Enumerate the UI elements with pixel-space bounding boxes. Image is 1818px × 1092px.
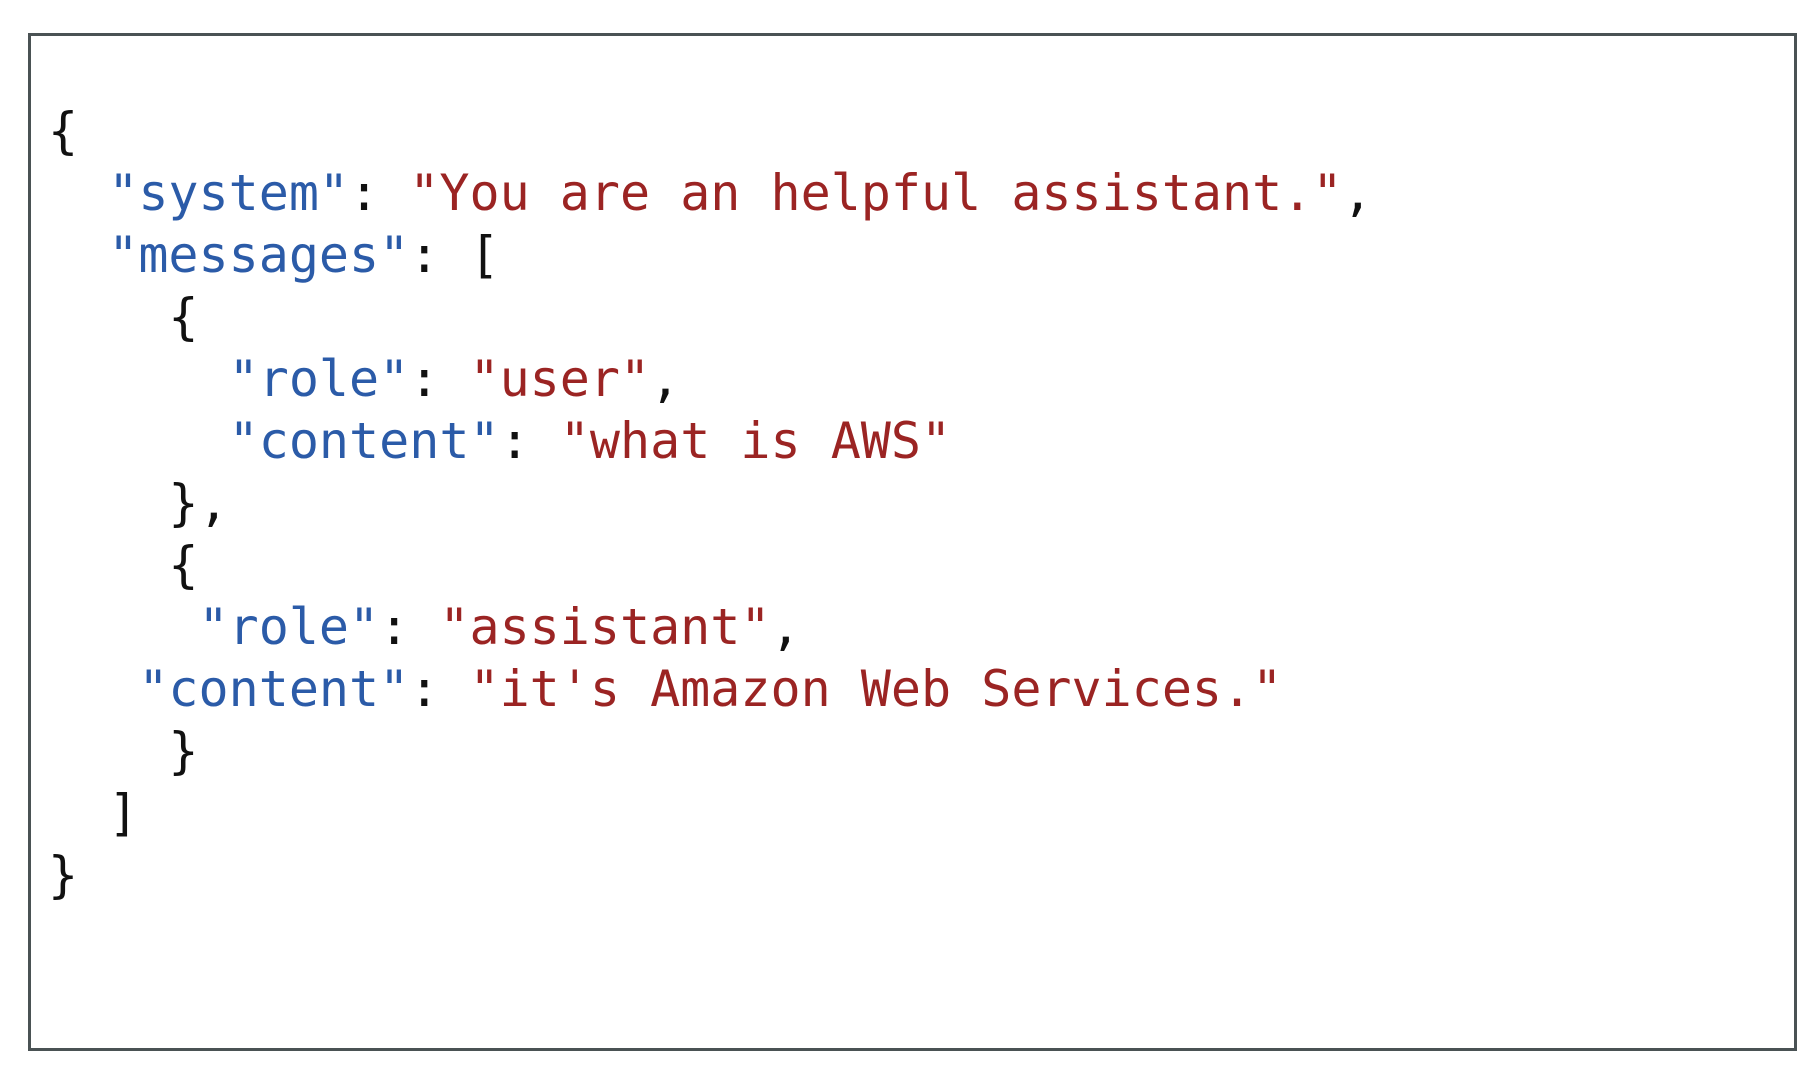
json-key: "messages" (108, 226, 410, 284)
code-line: } (48, 720, 1794, 782)
json-key: "content" (228, 412, 500, 470)
code-indent (48, 350, 229, 408)
json-punctuation: : (409, 350, 470, 408)
code-line: { (48, 286, 1794, 348)
json-string: "user" (469, 350, 651, 408)
code-indent (48, 722, 168, 780)
json-key: "role" (228, 350, 410, 408)
json-key: "content" (138, 660, 410, 718)
json-punctuation: { (168, 536, 199, 594)
code-line: { (48, 100, 1794, 162)
code-snippet-frame: { "system": "You are an helpful assistan… (28, 33, 1797, 1051)
json-code-block: { "system": "You are an helpful assistan… (48, 100, 1794, 906)
json-punctuation: { (168, 288, 199, 346)
code-line: "role": "user", (48, 348, 1794, 410)
code-indent (48, 412, 229, 470)
code-indent (48, 536, 168, 594)
json-punctuation: : [ (409, 226, 500, 284)
code-line: "content": "what is AWS" (48, 410, 1794, 472)
json-key: "system" (108, 164, 350, 222)
code-indent (48, 474, 168, 532)
json-punctuation: , (1342, 164, 1373, 222)
json-punctuation: ] (108, 784, 139, 842)
code-indent (48, 288, 168, 346)
code-line: { (48, 534, 1794, 596)
code-line: "role": "assistant", (48, 596, 1794, 658)
code-indent (48, 598, 199, 656)
json-string: "it's Amazon Web Services." (469, 660, 1283, 718)
code-indent (48, 784, 108, 842)
json-string: "assistant" (439, 598, 771, 656)
json-punctuation: : (379, 598, 440, 656)
json-punctuation: : (349, 164, 410, 222)
json-punctuation: , (650, 350, 681, 408)
json-punctuation: , (770, 598, 801, 656)
json-string: "what is AWS" (559, 412, 952, 470)
code-line: } (48, 844, 1794, 906)
json-key: "role" (198, 598, 380, 656)
json-punctuation: { (48, 102, 79, 160)
json-punctuation: } (168, 722, 199, 780)
code-indent (48, 660, 138, 718)
code-line: "messages": [ (48, 224, 1794, 286)
json-punctuation: : (409, 660, 470, 718)
code-line: "content": "it's Amazon Web Services." (48, 658, 1794, 720)
code-indent (48, 164, 108, 222)
code-line: }, (48, 472, 1794, 534)
code-indent (48, 226, 108, 284)
json-punctuation: }, (168, 474, 229, 532)
json-punctuation: } (48, 846, 79, 904)
code-line: "system": "You are an helpful assistant.… (48, 162, 1794, 224)
code-line: ] (48, 782, 1794, 844)
json-string: "You are an helpful assistant." (409, 164, 1343, 222)
json-punctuation: : (499, 412, 560, 470)
